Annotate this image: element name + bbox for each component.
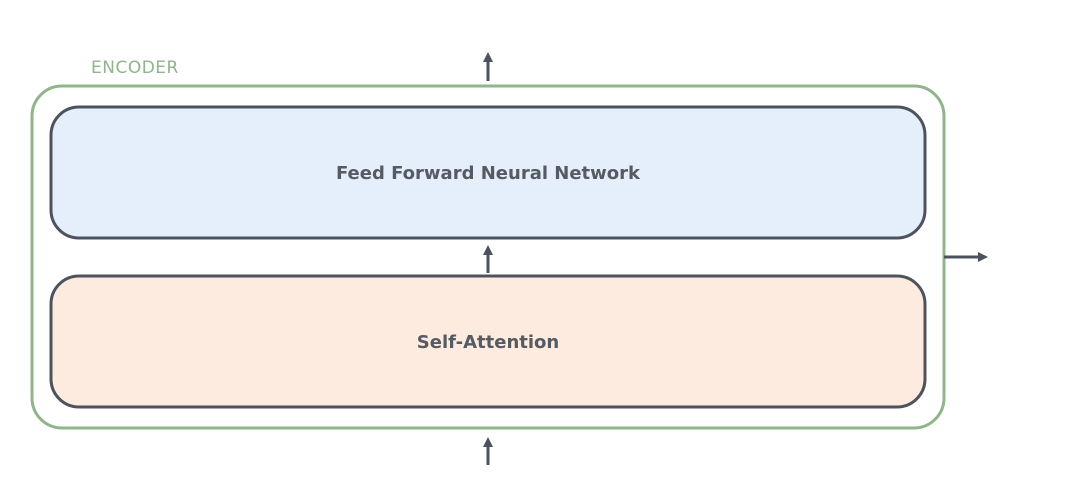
- feed-forward-block: [49, 105, 927, 240]
- encoder-label: ENCODER: [91, 58, 179, 78]
- feed-forward-label: Feed Forward Neural Network: [336, 163, 641, 184]
- self-attention-block: [49, 274, 927, 409]
- self-attention-label: Self-Attention: [417, 332, 559, 353]
